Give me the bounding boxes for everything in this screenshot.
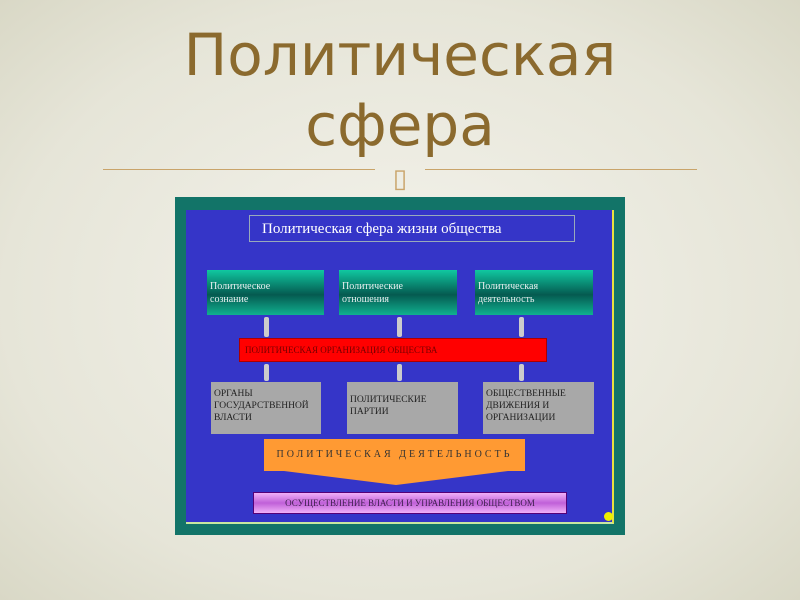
result-bar: ОСУЩЕСТВЛЕНИЕ ВЛАСТИ И УПРАВЛЕНИЯ ОБЩЕСТ…: [253, 492, 567, 514]
box-political-relations: Политические отношения: [339, 270, 457, 315]
text: Политическая: [478, 281, 539, 292]
arrow: [519, 317, 524, 337]
political-activity-arrow: ПОЛИТИЧЕСКАЯ ДЕЯТЕЛЬНОСТЬ: [264, 439, 525, 471]
diagram-image: Политическая сфера жизни общества Полити…: [175, 197, 625, 535]
arrow-head: [284, 471, 508, 485]
text: Политические: [342, 281, 403, 292]
text: отношения: [342, 294, 390, 305]
text: деятельность: [478, 294, 535, 305]
text: ОРГАНЫ: [214, 389, 253, 399]
arrow: [264, 364, 269, 381]
text: ОБЩЕСТВЕННЫЕ: [486, 389, 566, 399]
diagram-panel: Политическая сфера жизни общества Полити…: [186, 210, 614, 524]
text: ГОСУДАРСТВЕННОЙ: [214, 401, 309, 411]
box-political-activity: Политическая деятельность: [475, 270, 593, 315]
divider: [103, 169, 375, 170]
arrow: [397, 317, 402, 337]
box-political-parties: ПОЛИТИЧЕСКИЕ ПАРТИИ: [347, 382, 458, 434]
arrow: [264, 317, 269, 337]
box-social-movements: ОБЩЕСТВЕННЫЕ ДВИЖЕНИЯ И ОРГАНИЗАЦИИ: [483, 382, 594, 434]
box-state-authorities: ОРГАНЫ ГОСУДАРСТВЕННОЙ ВЛАСТИ: [211, 382, 321, 434]
missing-glyph-icon: ▯: [392, 163, 408, 193]
diagram-header: Политическая сфера жизни общества: [249, 215, 575, 242]
text: ПАРТИИ: [350, 407, 389, 417]
text: ОРГАНИЗАЦИИ: [486, 413, 556, 423]
title-line: сфера: [305, 91, 495, 159]
title-line: Политическая: [183, 21, 617, 89]
arrow: [519, 364, 524, 381]
slide-marker-icon: [604, 512, 613, 521]
arrow: [397, 364, 402, 381]
box-political-consciousness: Политическое сознание: [207, 270, 324, 315]
political-organization-bar: ПОЛИТИЧЕСКАЯ ОРГАНИЗАЦИЯ ОБЩЕСТВА: [239, 338, 547, 362]
divider: [425, 169, 697, 170]
text: сознание: [210, 294, 249, 305]
text: ПОЛИТИЧЕСКИЕ: [350, 395, 427, 405]
text: ВЛАСТИ: [214, 413, 252, 423]
text: ДВИЖЕНИЯ И: [486, 401, 550, 411]
text: Политическое: [210, 281, 271, 292]
